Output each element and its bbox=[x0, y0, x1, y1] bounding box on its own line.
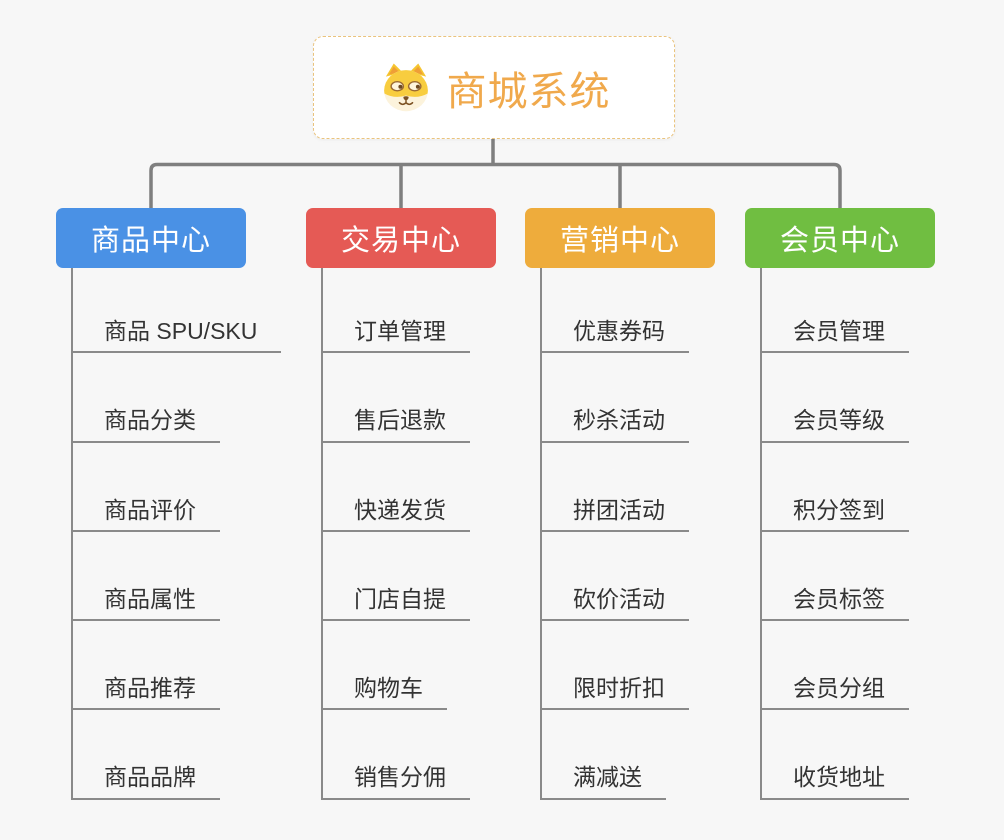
leaf-label: 会员管理 bbox=[793, 318, 885, 344]
leaf-label: 秒杀活动 bbox=[573, 407, 665, 434]
leaf-node[interactable]: 销售分佣 bbox=[321, 710, 470, 800]
leaf-node[interactable]: 商品推荐 bbox=[71, 621, 220, 711]
branch-children-3: 会员管理会员等级积分签到会员标签会员分组收货地址 bbox=[760, 264, 909, 800]
leaf-node[interactable]: 限时折扣 bbox=[540, 621, 689, 711]
leaf-label: 门店自提 bbox=[354, 585, 446, 612]
leaf-label: 拼团活动 bbox=[573, 496, 665, 523]
leaf-label: 购物车 bbox=[354, 675, 423, 702]
leaf-label: 积分签到 bbox=[793, 496, 885, 523]
leaf-label: 销售分佣 bbox=[354, 764, 446, 791]
leaf-label: 收货地址 bbox=[793, 764, 885, 791]
root-title: 商城系统 bbox=[446, 69, 611, 114]
leaf-label: 商品 SPU/SKU bbox=[104, 318, 258, 344]
leaf-label: 满减送 bbox=[573, 764, 642, 791]
leaf-node[interactable]: 商品品牌 bbox=[71, 710, 220, 800]
leaf-label: 砍价活动 bbox=[573, 585, 665, 612]
leaf-node[interactable]: 会员标签 bbox=[760, 532, 909, 622]
leaf-label: 售后退款 bbox=[354, 407, 446, 434]
leaf-node[interactable]: 积分签到 bbox=[760, 443, 909, 532]
leaf-label: 会员等级 bbox=[793, 407, 885, 434]
leaf-node[interactable]: 会员管理 bbox=[760, 264, 909, 354]
leaf-label: 商品属性 bbox=[104, 585, 196, 612]
leaf-label: 限时折扣 bbox=[573, 675, 665, 702]
leaf-node[interactable]: 优惠券码 bbox=[540, 264, 689, 354]
leaf-label: 订单管理 bbox=[354, 318, 446, 344]
branch-children-2: 优惠券码秒杀活动拼团活动砍价活动限时折扣满减送 bbox=[540, 264, 689, 800]
leaf-node[interactable]: 会员分组 bbox=[760, 621, 909, 711]
leaf-node[interactable]: 满减送 bbox=[540, 710, 666, 800]
leaf-node[interactable]: 售后退款 bbox=[321, 353, 470, 443]
leaf-node[interactable]: 商品 SPU/SKU bbox=[71, 264, 282, 354]
leaf-label: 优惠券码 bbox=[573, 318, 665, 344]
branch-node-3[interactable]: 会员中心 bbox=[745, 208, 935, 268]
branch-children-1: 订单管理售后退款快递发货门店自提购物车销售分佣 bbox=[321, 264, 470, 800]
leaf-label: 商品推荐 bbox=[104, 675, 196, 702]
shiba-dog-icon bbox=[383, 63, 428, 111]
branch-children-0: 商品 SPU/SKU 商品分类商品评价商品属性商品推荐商品品牌 bbox=[71, 264, 282, 800]
leaf-label: 会员标签 bbox=[793, 585, 885, 612]
branch-node-1[interactable]: 交易中心 bbox=[306, 208, 496, 268]
leaf-node[interactable]: 砍价活动 bbox=[540, 532, 689, 622]
leaf-label: 商品品牌 bbox=[104, 764, 196, 791]
root-node[interactable]: 商城系统 bbox=[313, 36, 675, 139]
leaf-node[interactable]: 商品评价 bbox=[71, 443, 220, 532]
leaf-node[interactable]: 门店自提 bbox=[321, 532, 470, 622]
leaf-label: 快递发货 bbox=[354, 496, 446, 523]
leaf-node[interactable]: 拼团活动 bbox=[540, 443, 689, 532]
leaf-node[interactable]: 商品分类 bbox=[71, 353, 220, 443]
leaf-label: 商品评价 bbox=[104, 496, 196, 523]
leaf-label: 会员分组 bbox=[793, 675, 885, 702]
leaf-node[interactable]: 订单管理 bbox=[321, 264, 470, 354]
leaf-node[interactable]: 购物车 bbox=[321, 621, 447, 711]
leaf-node[interactable]: 秒杀活动 bbox=[540, 353, 689, 443]
leaf-node[interactable]: 快递发货 bbox=[321, 443, 470, 532]
branch-node-2[interactable]: 营销中心 bbox=[525, 208, 715, 268]
leaf-node[interactable]: 收货地址 bbox=[760, 710, 909, 800]
branch-node-0[interactable]: 商品中心 bbox=[56, 208, 246, 268]
leaf-label: 商品分类 bbox=[104, 407, 196, 434]
leaf-node[interactable]: 商品属性 bbox=[71, 532, 220, 622]
leaf-node[interactable]: 会员等级 bbox=[760, 353, 909, 443]
